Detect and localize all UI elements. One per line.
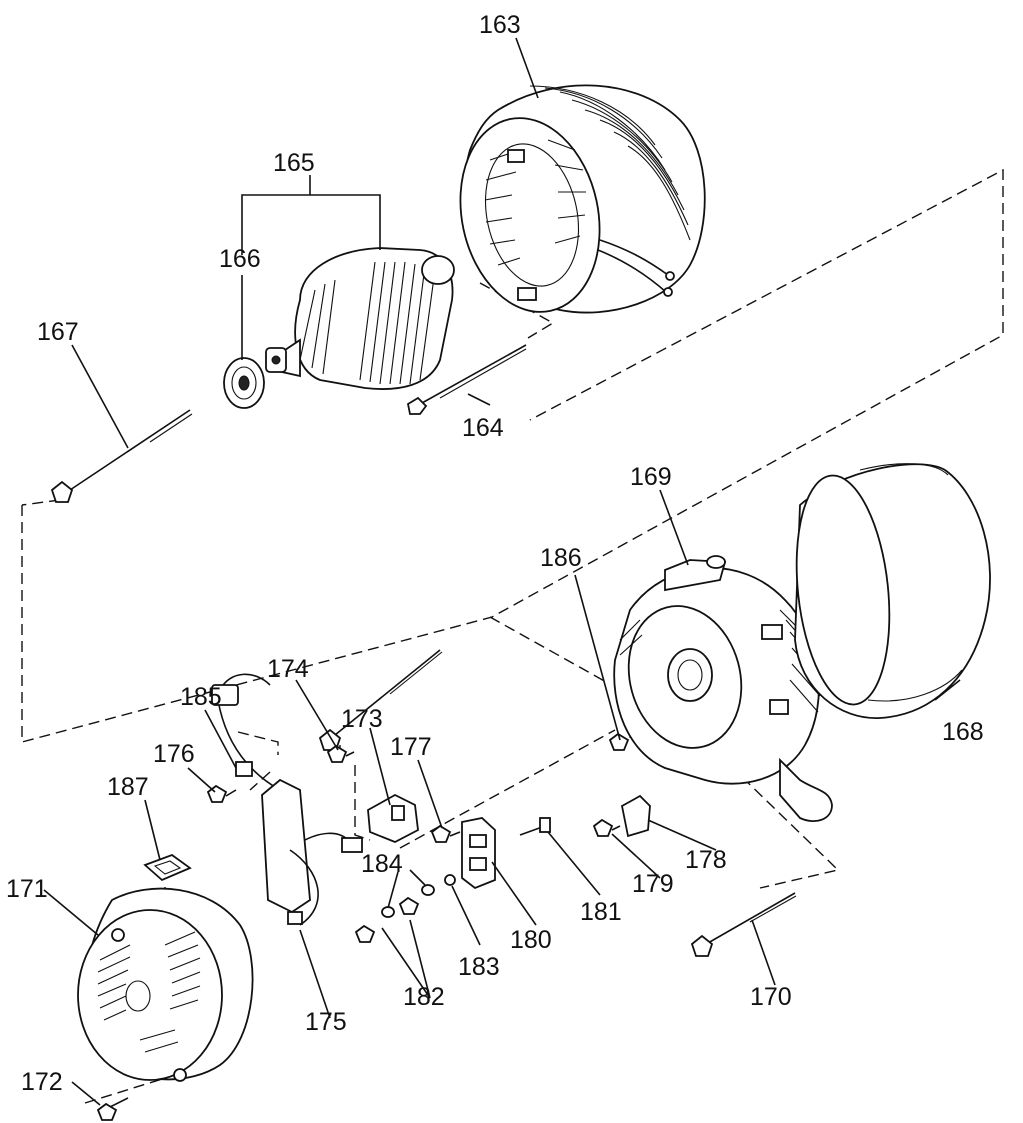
dashed-line-left-loop [21,168,1004,743]
label-165: 165 [273,149,315,177]
avr-175 [261,778,319,926]
label-180: 180 [510,926,552,954]
part-number-labels: 163 164 165 166 167 168 169 170 171 172 … [6,11,984,1096]
brush-holder-173 [367,793,419,843]
label-174: 174 [267,655,309,683]
bolt-164 [406,344,527,415]
end-bracket-169 [613,555,833,822]
label-169: 169 [630,463,672,491]
rear-cover-171 [77,887,254,1082]
label-179: 179 [632,870,674,898]
dashed-line-173 [354,765,371,841]
harness-185 [211,673,363,853]
label-173: 173 [341,705,383,733]
label-176: 176 [153,740,195,768]
screw-172 [96,1097,129,1121]
screw-176 [206,784,237,803]
dashed-line-176 [249,771,271,791]
label-182: 182 [403,983,445,1011]
screw-174 [326,744,355,763]
dashed-line-174-bolt [489,616,609,684]
label-166: 166 [219,245,261,273]
bracket-178 [620,794,651,838]
label-181: 181 [580,898,622,926]
bolt-167 [50,409,193,503]
label-172: 172 [21,1068,63,1096]
label-170: 170 [750,983,792,1011]
label-187: 187 [107,773,149,801]
dashed-line-185 [237,731,279,755]
label-168: 168 [942,718,984,746]
bearing-166 [223,357,265,409]
bolt-170 [690,892,797,957]
screw-177 [430,824,461,843]
label-184: 184 [361,850,403,878]
dashed-line-170 [709,767,840,889]
label-163: 163 [479,11,521,39]
stator-163 [459,84,706,314]
label-171: 171 [6,875,48,903]
label-178: 178 [685,846,727,874]
label-167: 167 [37,318,79,346]
washers-nuts [354,874,456,943]
dashed-line-183 [399,729,616,849]
grommet-187 [143,853,192,882]
label-177: 177 [390,733,432,761]
label-186: 186 [540,544,582,572]
terminal-block-180 [461,817,496,890]
label-164: 164 [462,414,504,442]
dashed-line-167 [21,499,61,506]
screw-186 [608,732,630,751]
bolt-174-long [318,649,443,751]
band-168 [794,463,991,719]
label-185: 185 [180,683,222,711]
screw-179 [592,818,621,837]
rotor-165 [265,247,455,390]
label-183: 183 [458,953,500,981]
label-175: 175 [305,1008,347,1036]
screw-181 [519,817,551,836]
leader-lines [43,37,961,1106]
